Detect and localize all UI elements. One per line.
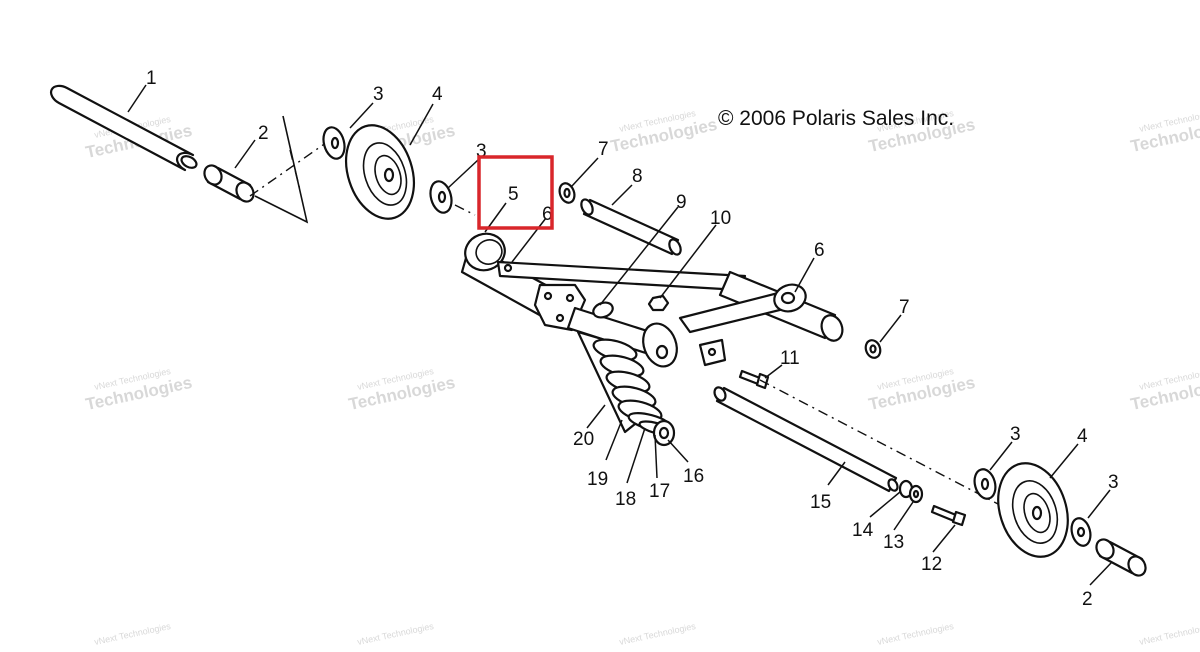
part-1-shaft[interactable] [50,84,198,172]
highlight-box [477,155,554,230]
part-11-bolt[interactable] [738,369,770,390]
part-7-washer-right[interactable] [863,338,882,360]
callout-6: 6 [814,240,825,261]
callout-4: 4 [432,84,443,105]
part-3-washer-upper-a[interactable] [320,125,348,161]
watermark-text: vNext Technologies [618,621,697,647]
callout-8: 8 [632,166,643,187]
callout-16: 16 [683,466,704,487]
callout-5: 5 [508,184,519,205]
callout-3: 3 [373,84,384,105]
callout-1: 1 [146,68,157,89]
part-7-washer-top[interactable] [557,181,577,205]
callout-9: 9 [676,192,687,213]
part-8-pin[interactable] [579,198,683,257]
part-10-nut[interactable] [647,294,670,312]
part-2-spacer-upper[interactable] [201,162,257,204]
callout-3: 3 [1010,424,1021,445]
callout-3: 3 [476,141,487,162]
part-13-washer[interactable] [908,484,924,504]
centerline [454,204,476,216]
copyright-notice: © 2006 Polaris Sales Inc. [718,107,954,130]
part-3-washer-lower-b[interactable] [1069,516,1094,548]
callout-6: 6 [542,204,553,225]
part-15-rear-shaft[interactable] [712,385,899,493]
part-3-washer-upper-b[interactable] [427,179,455,215]
part-12-bolt[interactable] [930,504,967,527]
callout-4: 4 [1077,426,1088,447]
part-16-lower-eyelet[interactable] [652,419,676,447]
callout-15: 15 [810,492,831,513]
callout-3: 3 [1108,472,1119,493]
leader-lines [127,84,1113,586]
centerline [759,379,1001,506]
callout-10: 10 [710,208,731,229]
callout-7: 7 [598,139,609,160]
callout-2: 2 [1082,589,1093,610]
callout-11: 11 [780,348,800,369]
callout-13: 13 [883,532,904,553]
part-4-idler-wheel-upper[interactable] [335,116,426,227]
part-3-washer-lower-a[interactable] [971,467,998,501]
callout-12: 12 [921,554,942,575]
callout-14: 14 [852,520,874,541]
callout-19: 19 [587,469,608,490]
watermark-text: vNext Technologies [93,621,172,647]
part-5-swing-arm-frame[interactable] [460,228,846,371]
watermark-text: vNext Technologies [876,621,955,647]
callout-20: 20 [573,429,594,450]
callout-2: 2 [258,123,269,144]
centerline [249,139,331,197]
callout-labels: 1 2 3 4 3 5 6 7 8 9 10 6 7 11 20 19 18 1… [146,68,1119,610]
callout-7: 7 [899,297,910,318]
watermark-text: vNext Technologies [356,621,435,647]
watermark-text: vNext Technologies [1138,621,1200,647]
callout-17: 17 [649,481,670,502]
part-4-idler-wheel-lower[interactable] [987,454,1079,566]
part-2-spacer-lower[interactable] [1093,536,1149,578]
part-6-pivot-bushing-rear[interactable] [780,291,796,305]
callout-18: 18 [615,489,636,510]
